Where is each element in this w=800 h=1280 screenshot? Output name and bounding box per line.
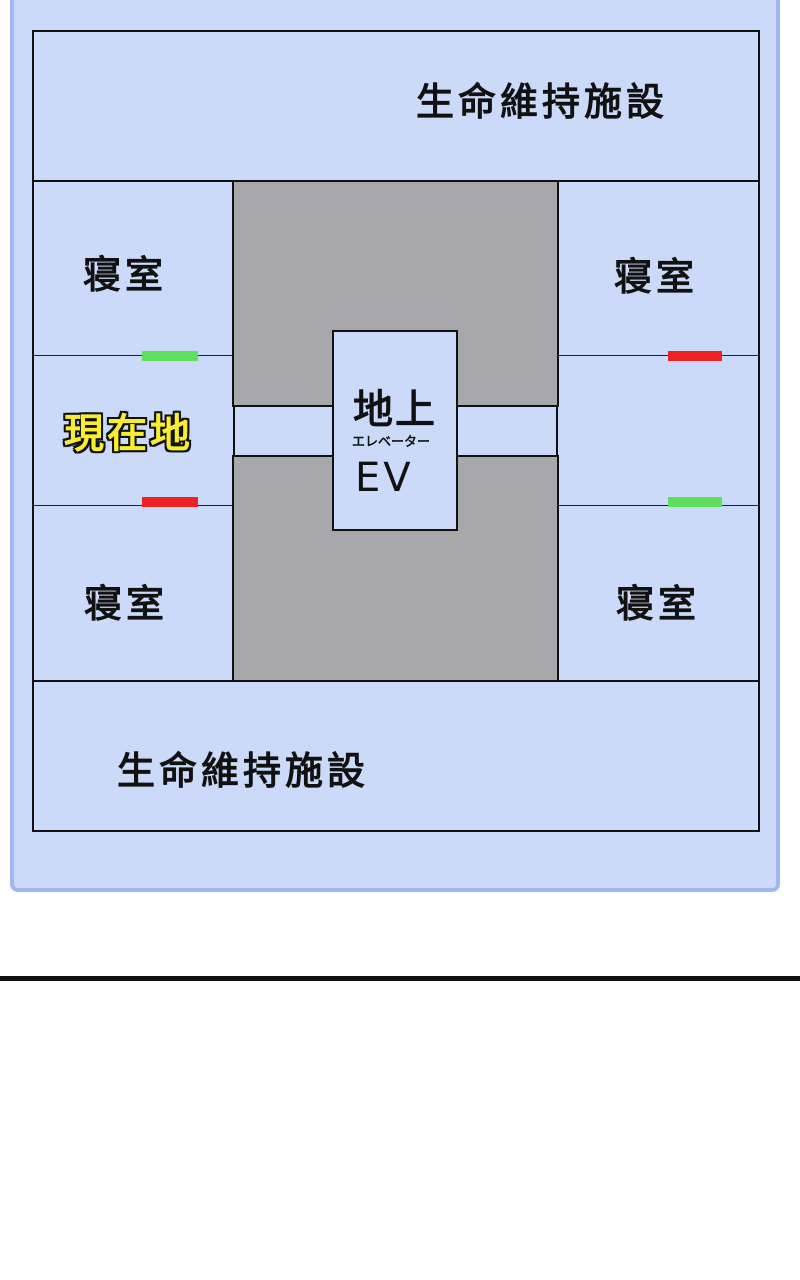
facility-top-label: 生命維持施設 <box>416 80 669 124</box>
door-left-lower-locked <box>142 497 198 507</box>
bedroom-bottom-right: 寝室 <box>616 582 701 626</box>
door-right-upper-locked <box>668 351 722 361</box>
right-wing <box>556 180 760 683</box>
panel-separator-line <box>0 976 800 981</box>
bedroom-top-left: 寝室 <box>83 253 168 297</box>
elevator-ruby: エレベーター <box>352 435 431 450</box>
left-lower-divider <box>34 505 234 506</box>
bedroom-top-right: 寝室 <box>614 255 699 299</box>
left-wing <box>32 180 235 683</box>
elevator-abbr: EV <box>355 455 414 501</box>
current-location-label: 現在地 <box>64 411 193 457</box>
elevator-box <box>332 330 458 531</box>
elevator-title: 地上 <box>353 387 437 433</box>
left-upper-divider <box>34 355 234 356</box>
door-right-lower-open <box>668 497 722 507</box>
facility-top <box>32 30 760 182</box>
bedroom-bottom-left: 寝室 <box>84 582 169 626</box>
door-left-upper-open <box>142 351 198 361</box>
right-lower-divider <box>557 505 758 506</box>
facility-bottom-label: 生命維持施設 <box>117 749 370 793</box>
right-upper-divider <box>557 355 758 356</box>
